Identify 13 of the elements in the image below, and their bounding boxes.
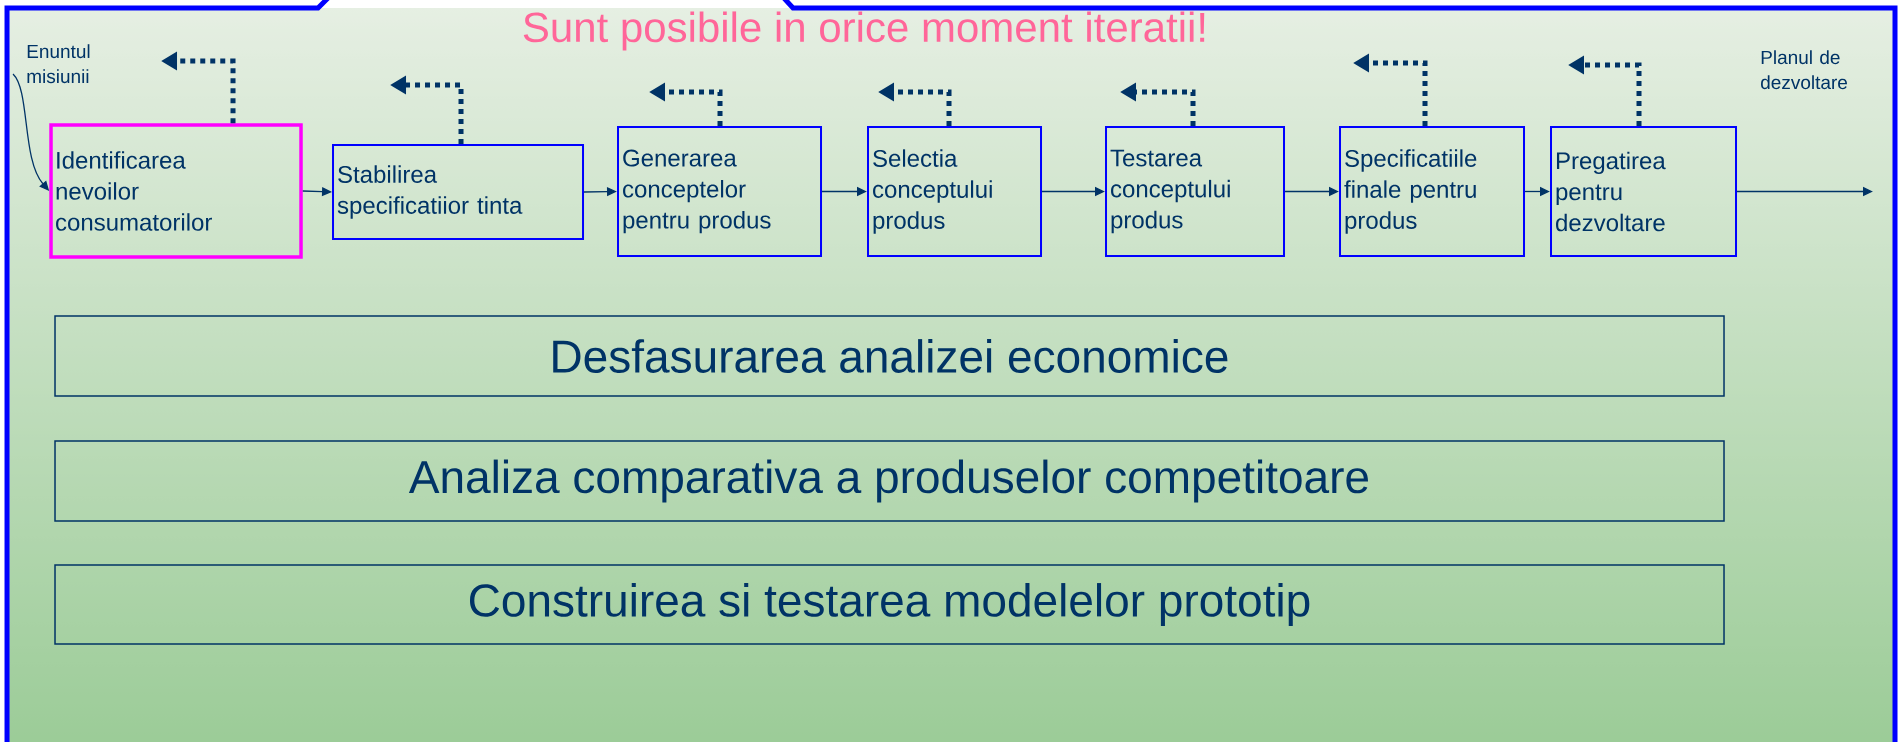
- activity-bar: Analiza comparativa a produselor competitoare: [54, 440, 1725, 522]
- note-text: Sunt posibile in orice moment iteratii!: [523, 11, 1205, 51]
- process-box: Specificatiile finale pentru produs: [1339, 126, 1525, 257]
- process-box: Pregatirea pentru dezvoltare: [1550, 126, 1737, 257]
- output-label: Planul de dezvoltare: [1761, 50, 1847, 90]
- process-box: Identificarea nevoilor consumatorilor: [49, 123, 303, 259]
- process-box: Stabilirea specificatiior tinta: [332, 144, 584, 240]
- process-box: Selectia conceptului produs: [867, 126, 1042, 257]
- process-box: Testarea conceptului produs: [1105, 126, 1285, 257]
- activity-bar: Desfasurarea analizei economice: [54, 315, 1725, 397]
- activity-bar: Construirea si testarea modelelor prototip: [54, 564, 1725, 645]
- process-box: Generarea conceptelor pentru produs: [617, 126, 822, 257]
- text-label: Enuntul misiunii: [27, 44, 90, 84]
